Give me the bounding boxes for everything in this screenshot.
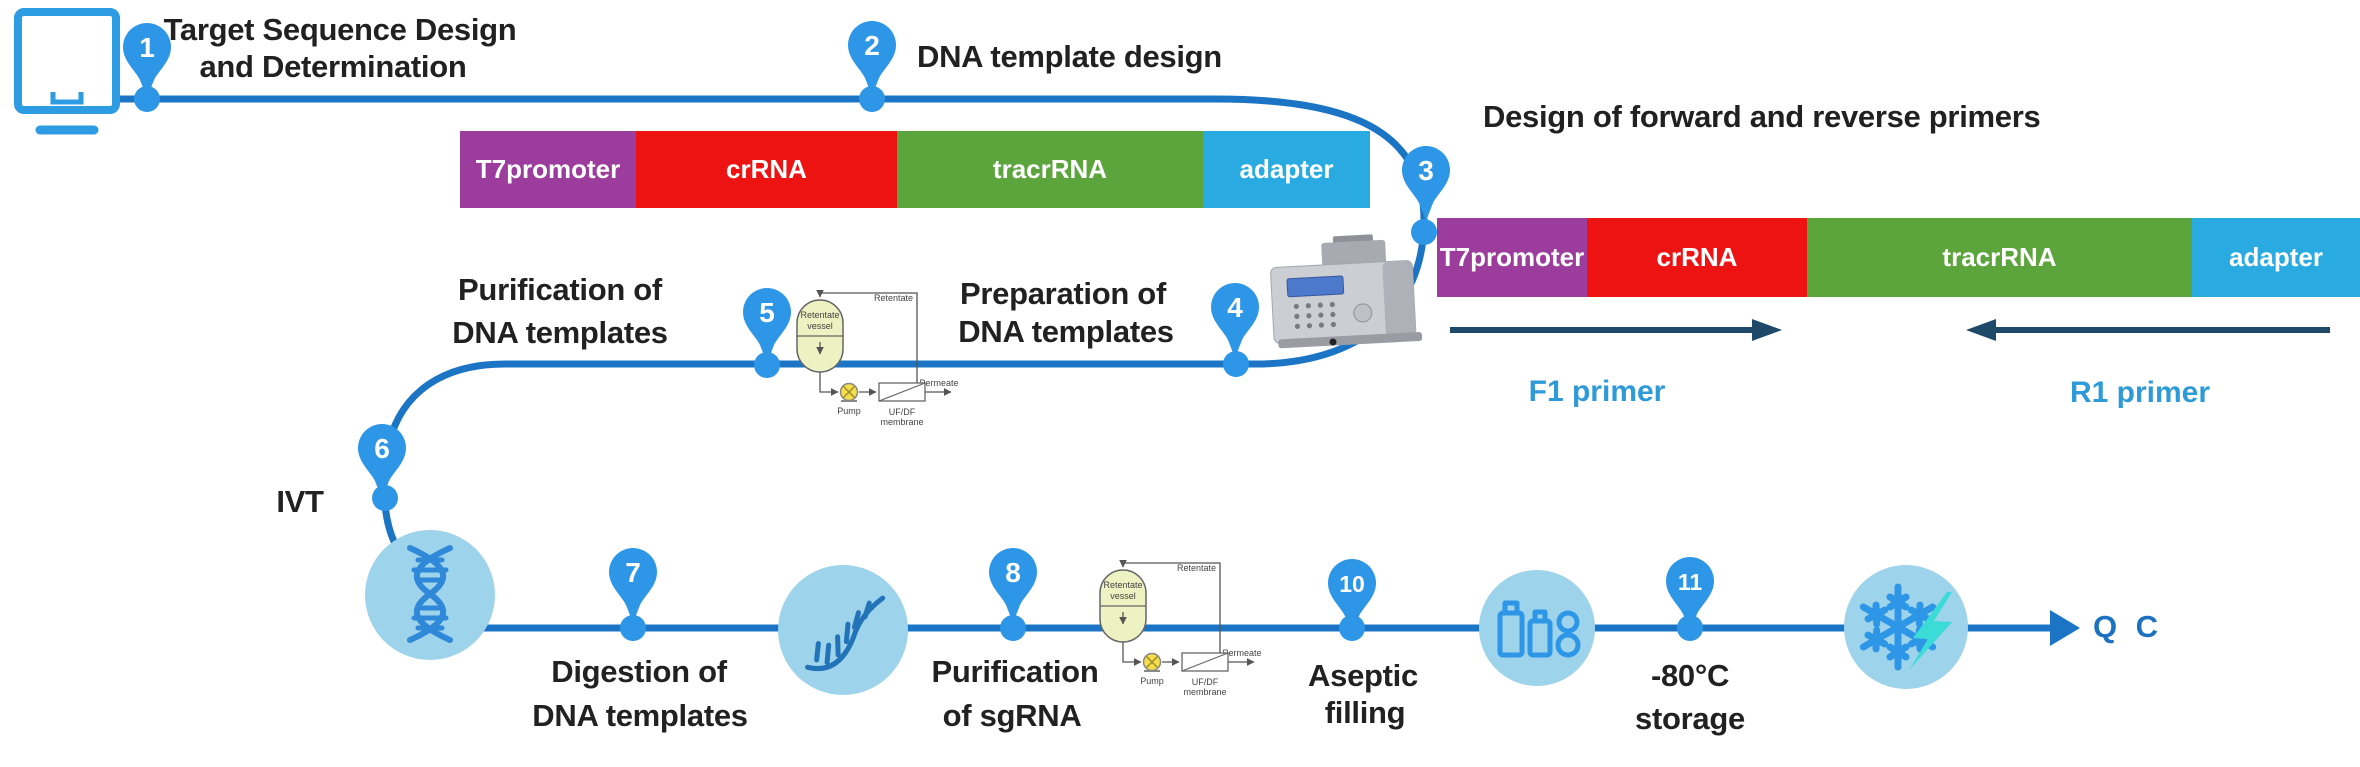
segment-tracrrna: tracrRNA [1807, 218, 2192, 297]
dna-construct-bar-1: T7promoter crRNA tracrRNA adapter [460, 131, 1370, 208]
svg-text:7: 7 [625, 557, 641, 588]
storage-circle [1844, 565, 1968, 689]
lightning-icon [1909, 592, 1952, 670]
dna-construct-bar-2: T7promoter crRNA tracrRNA adapter [1437, 218, 2360, 297]
stray-dot [1329, 338, 1337, 346]
step11-title-line2: storage [1635, 701, 1745, 736]
segment-tracrrna: tracrRNA [897, 131, 1203, 208]
filtration-diagram-step5: Retentate Permeate Retentate vessel Pump… [796, 289, 959, 427]
step7-title-line1: Digestion of [551, 654, 727, 689]
step10-title-line1: Aseptic [1308, 658, 1418, 693]
step1-title-line2: and Determination [199, 49, 467, 84]
vessel-label: Retentate [800, 310, 839, 320]
svg-text:10: 10 [1339, 571, 1365, 597]
segment-adapter: adapter [1203, 131, 1370, 208]
permeate-label: Permeate [1222, 648, 1261, 658]
segment-crrna: crRNA [636, 131, 897, 208]
monitor-icon [14, 8, 120, 135]
step4-title-line2: DNA templates [958, 314, 1174, 349]
membrane-label: UF/DF [889, 407, 916, 417]
svg-text:2: 2 [864, 30, 880, 61]
vessel-label: vessel [1110, 591, 1136, 601]
pump-label: Pump [837, 406, 861, 416]
sgrna-circle [778, 565, 908, 695]
svg-text:1: 1 [139, 32, 155, 63]
step8-title-line1: Purification [931, 654, 1099, 689]
vessel-label: vessel [807, 321, 833, 331]
step8-title-line2: of sgRNA [942, 698, 1082, 733]
svg-text:3: 3 [1418, 155, 1434, 186]
step7-title-line2: DNA templates [532, 698, 748, 733]
dna-helix-icon [407, 545, 453, 643]
step1-title-line1: Target Sequence Design [163, 12, 517, 47]
svg-text:4: 4 [1227, 292, 1243, 323]
pin-step-11: 11 [1666, 557, 1714, 641]
filling-circle [1479, 570, 1595, 686]
qc-arrowhead [2050, 610, 2080, 646]
snowflake-icon [1859, 587, 1936, 667]
pin-step-8: 8 [989, 548, 1037, 641]
retentate-label: Retentate [874, 293, 913, 303]
pin-step-10: 10 [1328, 559, 1376, 641]
step3-title: Design of forward and reverse primers [1483, 99, 2041, 134]
step11-title-line1: -80°C [1650, 658, 1730, 693]
r1-primer-label: R1 primer [2069, 376, 2211, 409]
pin-step-5: 5 [743, 288, 791, 378]
retentate-label: Retentate [1177, 563, 1216, 573]
segment-adapter: adapter [2192, 218, 2360, 297]
segment-crrna: crRNA [1587, 218, 1807, 297]
membrane-label: membrane [880, 417, 923, 427]
membrane-label: membrane [1183, 687, 1226, 697]
vials-icon [1497, 600, 1581, 658]
membrane-label: UF/DF [1192, 677, 1219, 687]
step6-title: IVT [276, 484, 324, 519]
step10-title-line2: filling [1324, 695, 1406, 730]
ivt-circle [365, 530, 495, 660]
f1-primer-label: F1 primer [1528, 375, 1666, 408]
pin-step-2: 2 [848, 21, 896, 112]
filtration-diagram-step8: Retentate Permeate Retentate vessel Pump… [1099, 559, 1262, 697]
pin-step-7: 7 [609, 548, 657, 641]
qc-label: Q C [2092, 609, 2164, 644]
step5-title-line2: DNA templates [452, 315, 668, 350]
step4-title-line1: Preparation of [960, 276, 1166, 311]
f1-primer-arrow [1450, 319, 1782, 341]
segment-t7promoter: T7promoter [460, 131, 636, 208]
pcr-thermocycler [1270, 234, 1423, 349]
svg-text:5: 5 [759, 297, 775, 328]
pin-step-4: 4 [1211, 283, 1259, 377]
step5-title-line1: Purification of [458, 272, 662, 307]
svg-text:6: 6 [374, 433, 390, 464]
permeate-label: Permeate [919, 378, 958, 388]
segment-t7promoter: T7promoter [1437, 218, 1587, 297]
rna-strand-icon [805, 595, 886, 671]
pump-label: Pump [1140, 676, 1164, 686]
svg-text:8: 8 [1005, 557, 1021, 588]
step2-title: DNA template design [917, 39, 1222, 74]
r1-primer-arrow [1966, 319, 2330, 341]
vessel-label: Retentate [1103, 580, 1142, 590]
pin-step-6: 6 [358, 424, 406, 511]
svg-text:11: 11 [1678, 569, 1703, 595]
